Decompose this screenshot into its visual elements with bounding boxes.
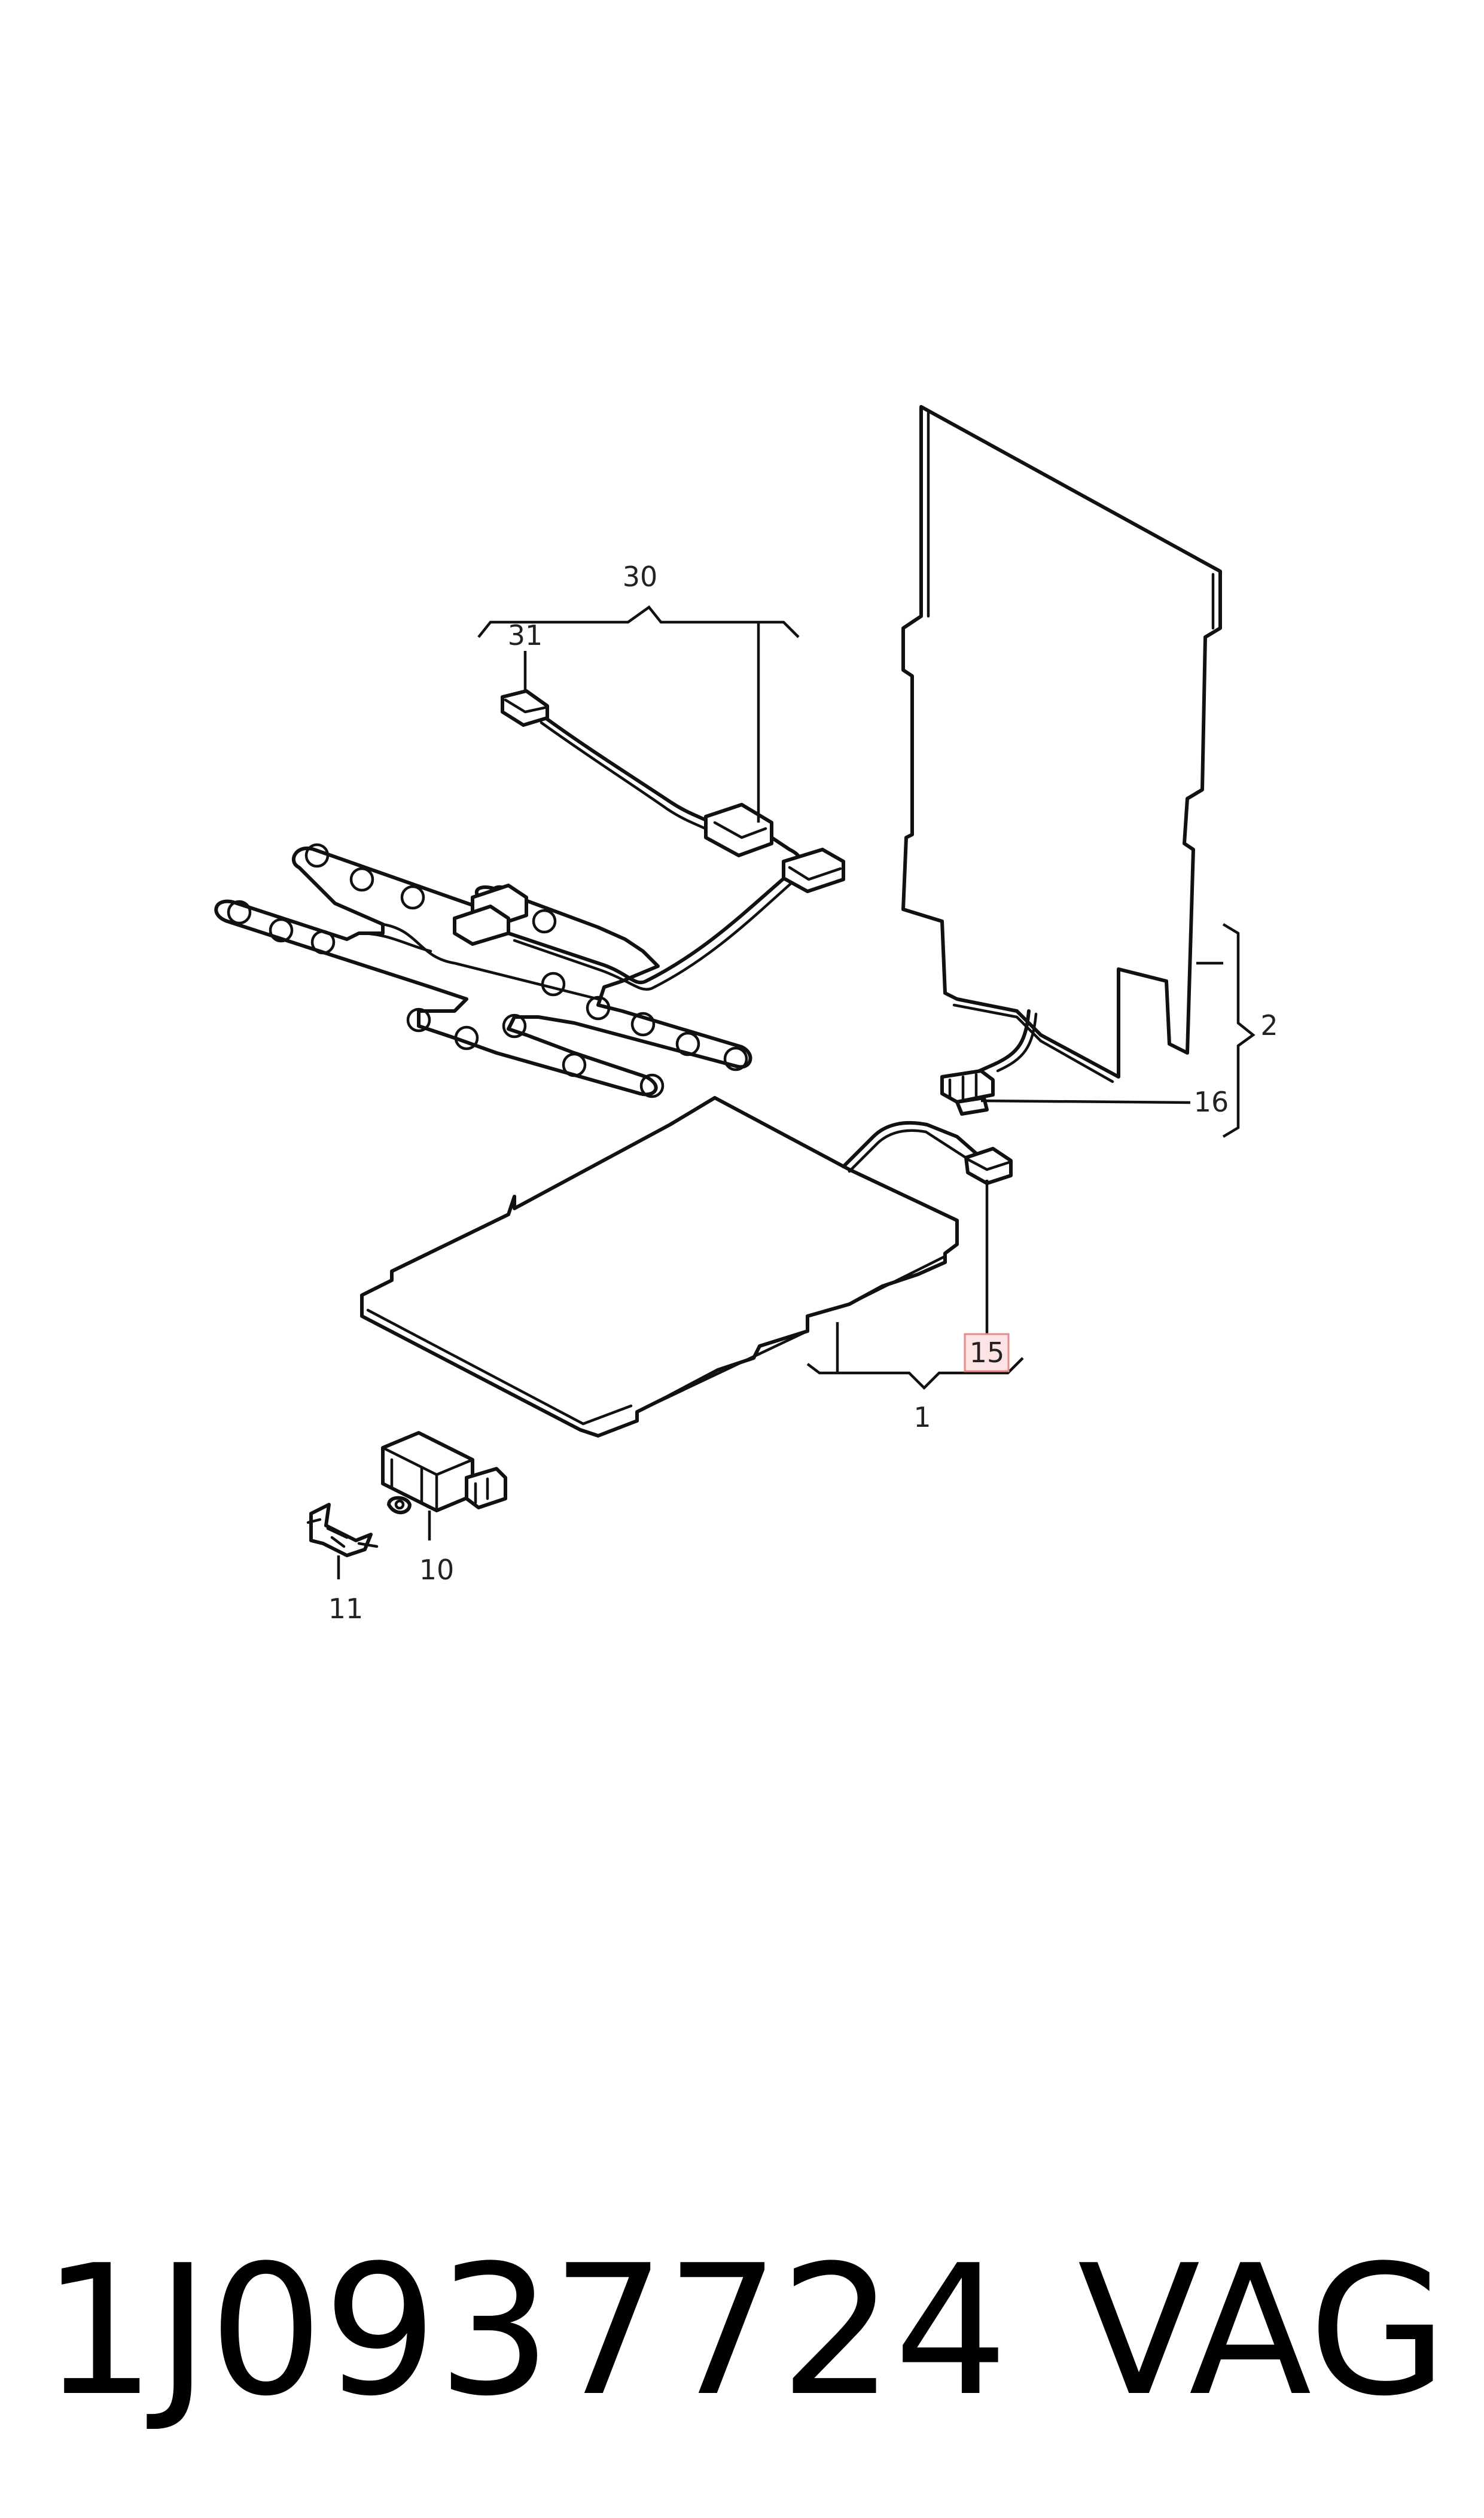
callout-1: 1 [913, 1401, 931, 1433]
backrest-heating-mat[interactable] [901, 405, 1222, 1083]
callout-31: 31 [508, 619, 543, 651]
callout-16: 16 [1194, 1086, 1229, 1118]
sensor-mat-30[interactable] [214, 843, 797, 1098]
callout-11: 11 [328, 1593, 364, 1625]
callout-15-highlight [964, 1333, 1010, 1372]
sensor-cable-31[interactable] [501, 689, 845, 893]
seat-heating-mat[interactable] [360, 1096, 983, 1438]
callout-10: 10 [419, 1554, 455, 1586]
part-number: 1J0937724 [42, 2227, 1008, 2435]
callout-2: 2 [1260, 1009, 1278, 1042]
control-unit-10[interactable] [381, 1431, 507, 1515]
connector-15[interactable] [964, 1147, 1013, 1185]
leader-lines [337, 605, 1256, 1579]
callout-15: 15 [970, 1336, 1005, 1369]
bracket-11[interactable] [306, 1503, 379, 1557]
brand-name: VAG [1078, 2227, 1448, 2435]
connector-16[interactable] [940, 1069, 995, 1116]
callout-30: 30 [623, 561, 658, 593]
